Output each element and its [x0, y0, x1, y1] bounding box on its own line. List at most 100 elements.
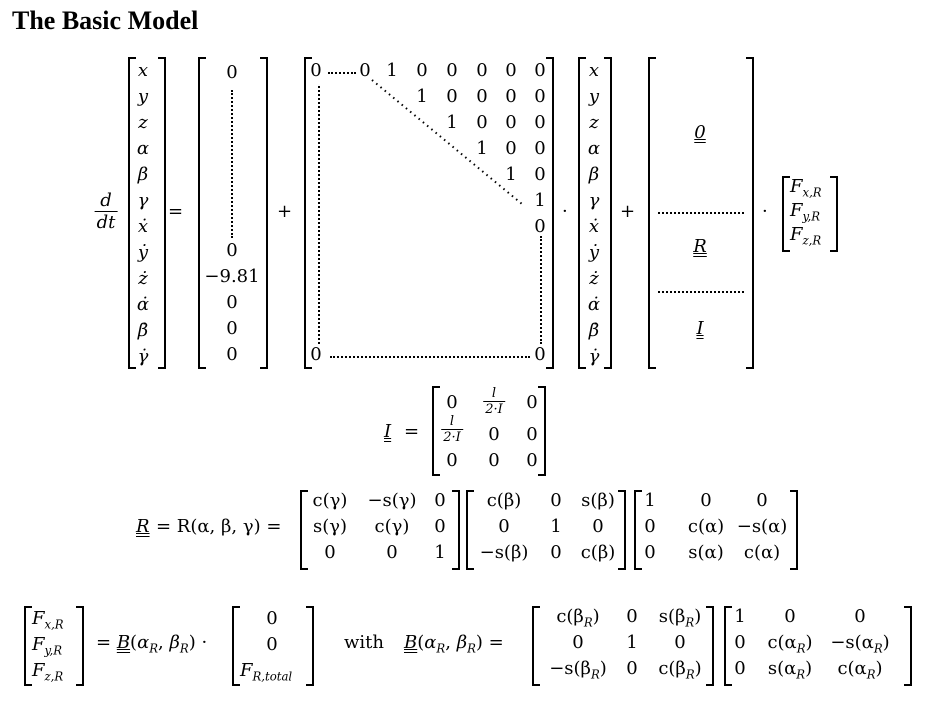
const-vector-entry: −9.81 — [204, 266, 260, 287]
matrix-entry: c(β) — [580, 542, 616, 563]
state-variable: ż — [138, 268, 148, 289]
const-vector-top: 0 — [226, 62, 238, 83]
zero-block: 0 — [694, 122, 706, 143]
bracket — [158, 57, 166, 369]
state-variable: β — [588, 164, 600, 185]
bracket — [746, 57, 754, 369]
bracket — [706, 606, 714, 686]
const-vector-entry: 0 — [226, 318, 238, 339]
bracket — [24, 606, 32, 686]
const-vector-entry: 0 — [226, 344, 238, 365]
matrix-a-entry: 0 — [416, 60, 428, 81]
derivative-operator: d dt — [94, 190, 118, 233]
rotation-definition: = R(α, β, γ) = — [156, 516, 282, 537]
matrix-entry: s(α) — [688, 542, 724, 563]
matrix-entry: 1 — [626, 632, 638, 653]
bracket — [452, 490, 460, 570]
vertical-dots — [540, 236, 542, 344]
matrix-entry: 0 — [854, 606, 866, 627]
bracket — [432, 386, 440, 476]
bracket — [790, 490, 798, 570]
bracket — [538, 386, 546, 476]
matrix-entry: s(γ) — [312, 516, 348, 537]
diagonal-dots — [371, 79, 523, 205]
state-variable: ż — [589, 268, 599, 289]
bracket — [618, 490, 626, 570]
state-variable: z — [589, 112, 599, 133]
matrix-a-entry: 0 — [476, 86, 488, 107]
matrix-a-entry: 0 — [534, 112, 546, 133]
matrix-entry: 0 — [446, 392, 458, 413]
state-variable: ẏ — [588, 242, 600, 263]
matrix-a-entry: 1 — [416, 86, 428, 107]
plus-sign: + — [277, 201, 293, 222]
state-variable: γ̇ — [588, 346, 600, 367]
matrix-entry: 0 — [734, 632, 746, 653]
matrix-entry: 0 — [434, 516, 446, 537]
state-variable: α — [136, 138, 150, 159]
horizontal-dots — [658, 291, 744, 293]
matrix-entry: −s(αR) — [830, 632, 890, 656]
bracket — [532, 606, 540, 686]
bracket — [578, 57, 586, 369]
bracket — [546, 57, 554, 369]
inertia-block: I — [696, 318, 704, 339]
matrix-entry: 0 — [498, 516, 510, 537]
matrix-a-entry: 0 — [534, 138, 546, 159]
inertia-symbol: I — [384, 421, 392, 442]
state-variable: γ — [588, 190, 600, 211]
matrix-entry: 1 — [434, 542, 446, 563]
bracket — [128, 57, 136, 369]
body-transform: = B(αR, βR) · — [96, 632, 208, 656]
state-variable: x — [588, 60, 600, 81]
bracket — [306, 606, 314, 686]
matrix-entry: c(βR) — [556, 606, 600, 630]
matrix-a-entry: 1 — [386, 60, 398, 81]
matrix-entry: 0 — [572, 632, 584, 653]
matrix-entry: −s(α) — [736, 516, 788, 537]
matrix-entry: 0 — [446, 450, 458, 471]
matrix-a-entry: 0 — [476, 60, 488, 81]
matrix-entry: 0 — [488, 450, 500, 471]
matrix-a-entry: 1 — [476, 138, 488, 159]
matrix-entry: 0 — [784, 606, 796, 627]
state-variable: β̇ — [588, 320, 600, 341]
rotation-block: R — [693, 236, 707, 257]
state-variable: z — [138, 112, 148, 133]
state-variable: y — [588, 86, 600, 107]
state-variable: α — [587, 138, 601, 159]
matrix-entry: s(βR) — [658, 606, 702, 630]
matrix-entry: 0 — [756, 490, 768, 511]
matrix-a-entry: 0 — [534, 86, 546, 107]
matrix-entry: 0 — [644, 542, 656, 563]
matrix-entry: 0 — [526, 392, 538, 413]
matrix-entry: c(β) — [486, 490, 522, 511]
matrix-entry: 0 — [626, 606, 638, 627]
bracket — [232, 606, 240, 686]
force-x: Fx,R — [790, 176, 822, 200]
matrix-entry: 0 — [626, 658, 638, 679]
state-variable: y — [137, 86, 149, 107]
dot-operator: · — [762, 201, 768, 222]
const-vector-entry: 0 — [226, 240, 238, 261]
matrix-entry: 1 — [734, 606, 746, 627]
matrix-entry: 0 — [734, 658, 746, 679]
state-variable: α̇ — [136, 294, 150, 315]
matrix-a-entry: 0 — [310, 60, 322, 81]
matrix-entry: c(γ) — [312, 490, 348, 511]
matrix-a-entry: 0 — [505, 138, 517, 159]
vertical-dots — [318, 86, 320, 344]
matrix-a-entry: 0 — [505, 86, 517, 107]
matrix-entry: 0 — [386, 542, 398, 563]
state-variable: α̇ — [587, 294, 601, 315]
matrix-entry: −s(γ) — [367, 490, 417, 511]
vertical-dots — [231, 90, 233, 238]
bracket — [724, 606, 732, 686]
matrix-a-entry: 0 — [534, 164, 546, 185]
force-z: Fz,R — [32, 660, 64, 684]
force-z: Fz,R — [790, 224, 822, 248]
matrix-entry: −s(βR) — [549, 658, 607, 682]
matrix-a-entry: 0 — [534, 60, 546, 81]
force-y: Fy,R — [32, 634, 63, 658]
